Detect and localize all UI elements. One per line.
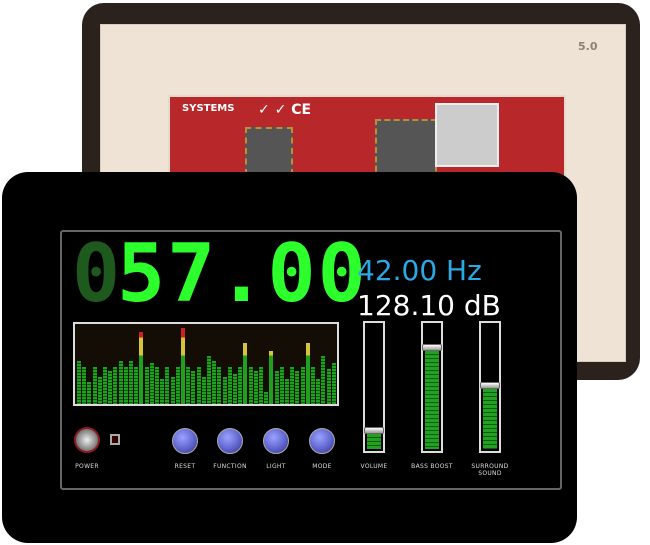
version-label: 5.0 — [578, 40, 598, 53]
spectrum-bar — [233, 374, 237, 404]
spectrum-bar — [92, 366, 97, 404]
surround-sound-slider[interactable] — [479, 321, 501, 453]
bass-boost-slider[interactable] — [421, 321, 443, 453]
spectrum-bar — [274, 371, 279, 404]
spectrum-bar — [259, 366, 263, 404]
circuit-board: SYSTEMS ✓ ✓ CE — [168, 95, 566, 181]
spectrum-bar — [160, 379, 165, 404]
volume-label: VOLUME — [360, 463, 388, 470]
spectrum-bar — [201, 376, 206, 404]
spectrum-bar — [186, 366, 191, 404]
spectrum-bar — [316, 379, 321, 404]
pcb-brand-logo: SYSTEMS — [182, 103, 235, 114]
spectrum-bar — [134, 366, 139, 404]
slider-handle[interactable] — [480, 381, 500, 389]
power-indicator — [110, 434, 120, 445]
power-label: POWER — [75, 463, 99, 470]
spectrum-bar — [264, 392, 269, 404]
spectrum-bar — [113, 366, 118, 404]
spectrum-bar — [123, 366, 128, 404]
spectrum-bar — [87, 382, 92, 404]
spectrum-bar — [253, 371, 258, 404]
spectrum-bar — [77, 361, 81, 404]
spectrum-bar — [191, 371, 196, 404]
power-button[interactable] — [74, 427, 100, 453]
spectrum-bar — [326, 368, 331, 404]
spectrum-bar — [196, 366, 201, 404]
surround-sound-label: SURROUND SOUND — [471, 463, 509, 477]
light-button[interactable] — [263, 428, 289, 454]
mode-label: MODE — [312, 463, 332, 470]
spectrum-bar — [222, 376, 227, 404]
spectrum-bar — [243, 343, 248, 404]
spectrum-bar — [321, 355, 326, 404]
spectrum-bar — [311, 366, 315, 404]
certification-marks: ✓ ✓ CE — [258, 102, 312, 118]
spectrum-bar — [155, 366, 159, 404]
spectrum-bar — [175, 366, 180, 404]
function-label: FUNCTION — [213, 463, 247, 470]
spectrum-bar — [118, 361, 123, 404]
spectrum-bar — [97, 376, 102, 404]
spectrum-bar — [305, 343, 310, 404]
slider-handle[interactable] — [364, 427, 384, 435]
light-label: LIGHT — [266, 463, 286, 470]
spectrum-bar — [248, 366, 253, 404]
spectrum-bar — [129, 361, 133, 404]
spectrum-bar — [82, 366, 87, 404]
level-readout: 128.10 dB — [357, 289, 501, 322]
spectrum-bar — [139, 332, 144, 404]
screen-border — [60, 230, 562, 490]
spectrum-bar — [217, 366, 222, 404]
spectrum-bar — [290, 366, 295, 404]
slider-handle[interactable] — [422, 344, 442, 352]
sd-card-slot — [435, 103, 499, 167]
spectrum-bar — [295, 371, 300, 404]
spectrum-bar — [300, 366, 305, 404]
reset-label: RESET — [174, 463, 196, 470]
bass-boost-label: BASS BOOST — [411, 463, 453, 470]
spectrum-bar — [108, 371, 113, 404]
spectrum-bar — [170, 376, 175, 404]
spectrum-bar — [103, 366, 107, 404]
spectrum-bar — [144, 366, 149, 404]
spectrum-analyzer — [73, 322, 339, 406]
function-button[interactable] — [217, 428, 243, 454]
display-module: 0 57.00 42.00 Hz 128.10 dB POWER RESET F… — [2, 172, 577, 543]
spectrum-bar — [165, 366, 170, 404]
spectrum-bar — [212, 361, 217, 404]
spectrum-bar — [331, 363, 336, 404]
reset-button[interactable] — [172, 428, 198, 454]
spectrum-bar — [149, 363, 154, 404]
spectrum-bar — [181, 327, 185, 404]
mode-button[interactable] — [309, 428, 335, 454]
spectrum-bar — [238, 366, 243, 404]
dim-digit: 0 — [72, 227, 123, 320]
frequency-readout: 42.00 Hz — [357, 254, 482, 287]
spectrum-bar — [269, 350, 274, 404]
spectrum-bar — [285, 379, 289, 404]
spectrum-bar — [279, 366, 284, 404]
chip — [245, 127, 293, 175]
volume-slider[interactable] — [363, 321, 385, 453]
spectrum-bar — [227, 366, 232, 404]
main-readout: 57.00 — [117, 227, 368, 320]
spectrum-bar — [207, 355, 211, 404]
